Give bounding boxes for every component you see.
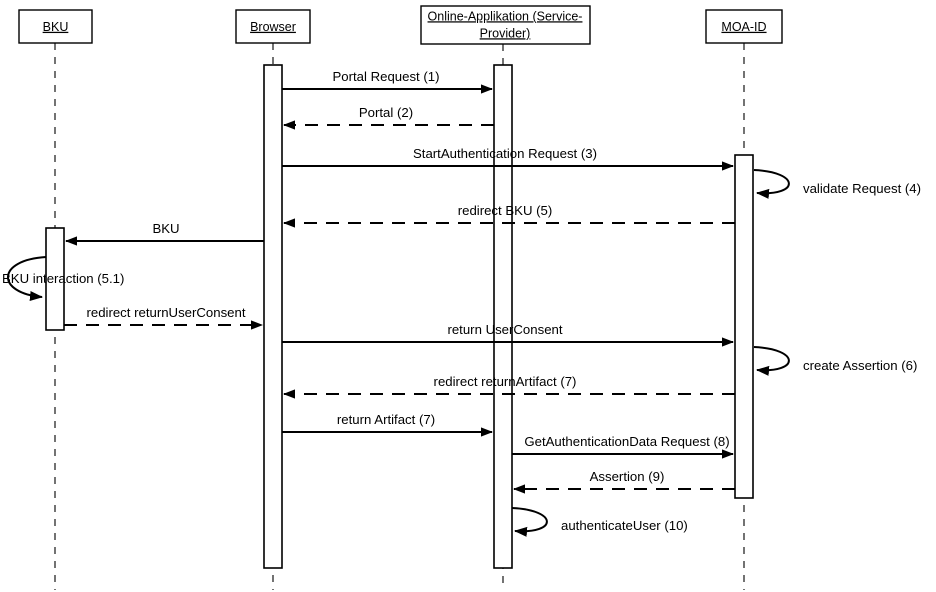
lifeline-headers: BKU Browser Online-Applikation (Service-… xyxy=(18,5,783,45)
lifeline-box-online-applikation xyxy=(420,5,591,45)
message-label-assertion: Assertion (9) xyxy=(590,469,665,484)
lifeline-box-browser xyxy=(235,9,311,44)
message-label-redirect-bku: redirect BKU (5) xyxy=(458,203,553,218)
activation-bar-bku xyxy=(45,227,65,331)
message-authenticateuser[interactable]: authenticateUser (10) xyxy=(511,507,688,537)
lifeline-header-browser[interactable]: Browser xyxy=(235,9,311,44)
message-label-return-artifact: return Artifact (7) xyxy=(337,412,435,427)
message-label-bku: BKU xyxy=(152,221,179,236)
lifeline-label-online-applikation-line1: Online-Applikation (Service- xyxy=(428,9,583,23)
message-redirect-returnartifact[interactable]: redirect returnArtifact (7) xyxy=(283,374,735,399)
message-create-assertion[interactable]: create Assertion (6) xyxy=(753,346,917,376)
message-label-getauthenticationdata-request: GetAuthenticationData Request (8) xyxy=(524,434,729,449)
message-portal[interactable]: Portal (2) xyxy=(283,105,494,130)
message-redirect-bku[interactable]: redirect BKU (5) xyxy=(283,203,735,228)
lifeline-label-online-applikation-line2: Provider) xyxy=(480,26,531,40)
message-bku-interaction[interactable]: BKU interaction (5.1) xyxy=(2,256,124,301)
lifeline-header-bku[interactable]: BKU xyxy=(18,9,93,44)
lifeline-box-bku xyxy=(18,9,93,44)
message-portal-request[interactable]: Portal Request (1) xyxy=(282,69,493,94)
message-label-redirect-returnuserconsent: redirect returnUserConsent xyxy=(86,305,245,320)
message-label-portal: Portal (2) xyxy=(359,105,413,120)
message-bku[interactable]: BKU xyxy=(65,221,264,246)
lifeline-label-browser: Browser xyxy=(250,20,296,34)
message-selfloop-validate-request xyxy=(753,169,790,199)
message-redirect-returnuserconsent[interactable]: redirect returnUserConsent xyxy=(64,305,263,330)
lifeline-header-online-applikation[interactable]: Online-Applikation (Service- Provider) xyxy=(420,5,591,45)
message-getauthenticationdata-request[interactable]: GetAuthenticationData Request (8) xyxy=(512,434,734,459)
lifeline-header-moa-id[interactable]: MOA-ID xyxy=(705,9,783,44)
message-label-authenticateuser: authenticateUser (10) xyxy=(561,518,688,533)
message-label-return-userconsent: return UserConsent xyxy=(447,322,562,337)
message-label-validate-request: validate Request (4) xyxy=(803,181,921,196)
message-label-create-assertion: create Assertion (6) xyxy=(803,358,917,373)
message-selfloop-create-assertion xyxy=(753,346,790,376)
message-assertion[interactable]: Assertion (9) xyxy=(513,469,735,494)
activation-bar-moa-id xyxy=(734,154,754,499)
message-label-startauthentication-request: StartAuthentication Request (3) xyxy=(413,146,597,161)
message-return-artifact[interactable]: return Artifact (7) xyxy=(282,412,493,437)
message-selfloop-bku-interaction xyxy=(7,256,47,301)
message-label-bku-interaction: BKU interaction (5.1) xyxy=(2,271,124,286)
message-selfloop-authenticateuser xyxy=(511,507,548,537)
activation-bar-browser xyxy=(263,64,283,569)
activation-bars xyxy=(45,64,754,569)
lifeline-box-moa-id xyxy=(705,9,783,44)
activation-bar-online-applikation xyxy=(493,64,513,569)
lifeline-label-moa-id: MOA-ID xyxy=(721,20,766,34)
message-validate-request[interactable]: validate Request (4) xyxy=(753,169,921,199)
lifeline-label-bku: BKU xyxy=(43,20,69,34)
message-label-redirect-returnartifact: redirect returnArtifact (7) xyxy=(434,374,577,389)
message-startauthentication-request[interactable]: StartAuthentication Request (3) xyxy=(282,146,734,171)
message-label-portal-request: Portal Request (1) xyxy=(332,69,439,84)
message-return-userconsent[interactable]: return UserConsent xyxy=(282,322,734,347)
